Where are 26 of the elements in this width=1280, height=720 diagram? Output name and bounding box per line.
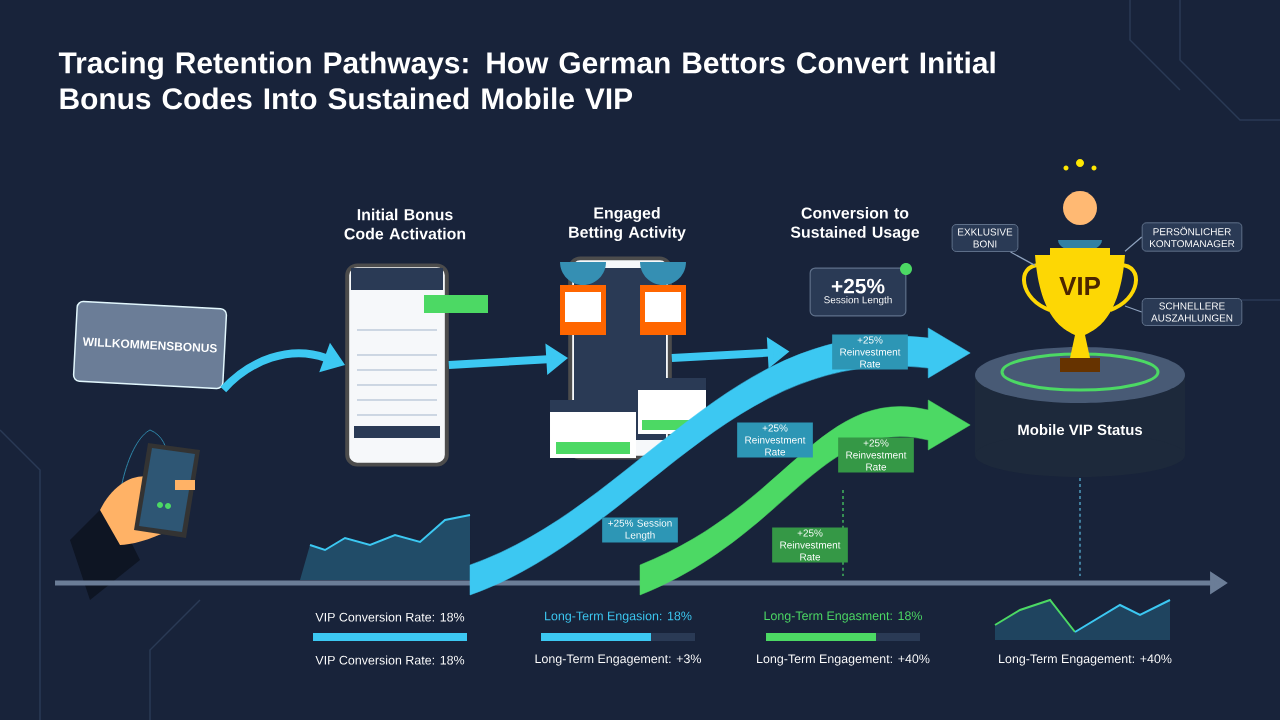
metric-label: Long-Term Engagement: +3% bbox=[535, 654, 701, 666]
leader-line bbox=[1124, 305, 1143, 313]
metric-label: Long-Term Engasment: 18% bbox=[764, 611, 922, 623]
leader-line bbox=[1009, 251, 1036, 266]
trophy: VIP bbox=[1022, 248, 1138, 372]
stage-heading: Conversion to Sustained Usage bbox=[790, 206, 920, 241]
stream-label: +25% Session Length bbox=[602, 517, 678, 543]
stream-label: +25% Reinvestment Rate bbox=[772, 527, 848, 563]
edge-label: +25% Reinvestment Rate bbox=[737, 422, 813, 458]
flow-stream bbox=[639, 399, 971, 596]
edge-label: +25% Reinvestment Rate bbox=[838, 437, 914, 473]
stream-label: +25% Reinvestment Rate bbox=[832, 334, 908, 370]
benefit-box: EXKLUSIVE BONI bbox=[951, 224, 1019, 252]
leader-line bbox=[1124, 236, 1143, 252]
benefit-box: SCHNELLERE AUSZAHLUNGEN bbox=[1141, 298, 1243, 326]
metric-label: VIP Conversion Rate: 18% bbox=[315, 612, 465, 622]
metric-label: Long-Term Engagement: +40% bbox=[757, 654, 930, 666]
benefit-box: PERSÖNLICHER KONTOMANAGER bbox=[1141, 222, 1243, 252]
metric-label: Long-Term Engasion: 18% bbox=[545, 611, 692, 623]
stage-heading: Engaged Betting Activity bbox=[569, 206, 686, 241]
vip-platform: Mobile VIP Status bbox=[975, 347, 1185, 477]
title: Tracing Retention Pathways: How German Bettors Convert Initial Bonus Codes Into Sustained Mobile VIP bbox=[58, 51, 995, 110]
stat-box: +25% Session Length bbox=[809, 267, 907, 317]
metric-label: Long-Term Engagement: +40% bbox=[999, 654, 1172, 666]
stage-heading: Initial Bonus Code Activation bbox=[344, 208, 466, 240]
metric-label: VIP Conversion Rate: 18% bbox=[315, 655, 465, 665]
